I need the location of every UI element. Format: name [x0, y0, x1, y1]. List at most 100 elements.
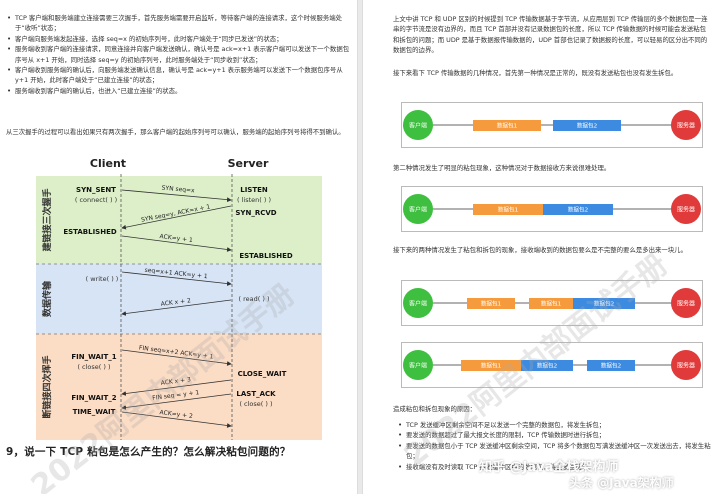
packet-1-tail — [529, 298, 573, 309]
call-close-server: ( close( ) ) — [239, 400, 272, 408]
server-node-icon — [671, 288, 701, 318]
packet-2 — [573, 298, 635, 309]
packet-1-label: 数据包1 — [497, 122, 518, 130]
transfer-section-bg — [36, 264, 322, 334]
list-item: 服务端收到客户端的确认后，也进入“已建立连接”的状态。 — [6, 86, 351, 97]
packet-1-label: 数据包1 — [481, 300, 502, 308]
list-item: 服务端收到客户端的连接请求，同意连接并向客户端发送确认，确认号是 ack=x+1… — [6, 44, 351, 65]
packet-2 — [553, 120, 621, 131]
packet-1-label: 数据包1 — [481, 362, 502, 370]
list-item: 客户端收到服务端的确认后，向服务端发送确认信息，确认号是 ack=y+1 表示服… — [6, 65, 351, 86]
arrow-label-ack: ACK=y + 1 — [159, 233, 193, 244]
list-item: 接收端没有及时读取 TCP 接收缓冲区中的数据包，将会发生粘包。 — [397, 462, 713, 473]
intro-paragraph: 上文中讲 TCP 和 UDP 区别的时候提到 TCP 传输数据基于字节流，从应用… — [393, 15, 708, 55]
state-syn-sent: SYN_SENT — [76, 186, 116, 194]
packet-2-label: 数据包2 — [577, 122, 597, 130]
call-connect: ( connect( ) ) — [75, 196, 117, 204]
call-write: ( write( ) ) — [86, 275, 119, 283]
client-node-icon — [403, 288, 433, 318]
list-item: TCP 客户端和服务端建立连接需要三次握手，首先服务端需要开启监听，等待客户端的… — [6, 13, 351, 34]
arrow-last-ack — [121, 411, 232, 428]
arrow-fin-client — [121, 349, 232, 366]
packet-2-label: 数据包2 — [568, 206, 588, 214]
packet-2-label: 数据包2 — [594, 300, 614, 308]
packet-1 — [461, 360, 521, 371]
packet-2-label: 数据包2 — [537, 362, 557, 370]
state-close-wait: CLOSE_WAIT — [238, 370, 287, 378]
state-last-ack: LAST_ACK — [236, 390, 276, 398]
zhihu-watermark: 知乎 @Java全栈架构师 — [479, 460, 619, 475]
packet-1-label: 数据包1 — [498, 206, 519, 214]
arrow-data-ack — [121, 299, 232, 316]
state-listen: LISTEN — [240, 186, 268, 194]
section-label-teardown: 断链接四次挥手 — [41, 355, 53, 418]
server-node-icon — [671, 194, 701, 224]
packet-diagram-normal: 客户端 服务器 数据包1 数据包2 — [401, 102, 703, 148]
arrow-syn-ack — [121, 205, 232, 230]
arrow-label-ack-fin: ACK x + 3 — [160, 376, 191, 387]
server-node-label: 服务器 — [677, 300, 695, 308]
packet-1 — [473, 120, 541, 131]
packet-1 — [473, 204, 543, 215]
packet-2-tail-label: 数据包2 — [601, 362, 621, 370]
handshake-section-bg — [36, 176, 322, 264]
state-established-client: ESTABLISHED — [63, 228, 117, 236]
packet-1-tail-label: 数据包1 — [541, 300, 562, 308]
arrow-label-last-ack: ACK=y + 2 — [159, 409, 193, 420]
packet-diagram-sticky: 客户端 服务器 数据包1 数据包2 — [401, 186, 703, 232]
client-node-icon — [403, 110, 433, 140]
sticky-case-paragraph: 第二种情况发生了明显的粘包现象，这种情况对于数据接收方来说很难处理。 — [393, 164, 611, 172]
server-node-label: 服务器 — [677, 362, 695, 370]
arrow-ack — [121, 235, 232, 252]
tcp-handshake-diagram: Client Server 建链接三次握手 数据传输 断链接四次挥手 SYN_S… — [36, 157, 322, 440]
arrow-label-syn: SYN seq=x — [161, 185, 195, 195]
arrow-syn — [121, 189, 232, 203]
packet-diagram-split-1: 客户端 服务器 数据包1 数据包1 数据包2 — [401, 280, 703, 326]
handshake-steps-list: TCP 客户端和服务端建立连接需要三次握手，首先服务端需要开启监听，等待客户端的… — [6, 13, 351, 97]
list-item: 要发送的数据包小于 TCP 发送缓冲区剩余空间，TCP 将多个数据包写满发送缓冲… — [397, 441, 713, 462]
left-page: TCP 客户端和服务端建立连接需要三次握手，首先服务端需要开启监听，等待客户端的… — [0, 0, 358, 494]
call-close-client: ( close( ) ) — [77, 363, 110, 371]
packet-2 — [543, 204, 613, 215]
client-node-label: 客户端 — [409, 362, 427, 370]
state-fin-wait-2: FIN_WAIT_2 — [71, 394, 116, 402]
packet-diagram-split-2: 客户端 服务器 数据包1 数据包2 数据包2 — [401, 342, 703, 388]
list-item: 客户端向服务端发起连接，选择 seq=x 的初始序列号，此时客户端处于“同步已发… — [6, 34, 351, 45]
client-node-label: 客户端 — [409, 122, 427, 130]
packet-2 — [521, 360, 573, 371]
arrow-fin-server — [121, 393, 232, 410]
server-node-label: 服务器 — [677, 122, 695, 130]
client-label: Client — [90, 157, 126, 170]
client-node-icon — [403, 194, 433, 224]
handshake-note-paragraph: 从三次握手的过程可以看出如果只有两次握手，那么客户端的起始序列号可以确认，服务端… — [6, 128, 345, 136]
server-node-icon — [671, 350, 701, 380]
state-fin-wait-1: FIN_WAIT_1 — [71, 353, 116, 361]
call-listen: ( listen( ) ) — [237, 196, 271, 204]
causes-list: TCP 发送缓冲区剩余空间不足以发送一个完整的数据包，将发生拆包； 要发送的数据… — [397, 420, 713, 472]
causes-title: 造成粘包和拆包现象的原因： — [393, 405, 477, 413]
packet-1 — [467, 298, 515, 309]
client-node-icon — [403, 350, 433, 380]
client-node-label: 客户端 — [409, 206, 427, 214]
call-read: ( read( ) ) — [239, 295, 270, 303]
state-time-wait: TIME_WAIT — [73, 408, 116, 416]
cases-intro-paragraph: 接下来看下 TCP 传输数据的几种情况，首先第一种情况是正常的，既没有发送粘包也… — [393, 69, 678, 77]
server-label: Server — [228, 157, 269, 170]
arrow-data — [121, 271, 232, 286]
right-page: 上文中讲 TCP 和 UDP 区别的时候提到 TCP 传输数据基于字节流，从应用… — [362, 0, 720, 494]
list-item: TCP 发送缓冲区剩余空间不足以发送一个完整的数据包，将发生拆包； — [397, 420, 713, 431]
section-label-handshake: 建链接三次握手 — [41, 188, 53, 251]
packet-2-tail — [587, 360, 635, 371]
split-case-paragraph: 接下来的两种情况发生了粘包和拆包的现象，接收端收到的数据包要么是不完整的要么是多… — [393, 246, 687, 254]
arrow-label-data-ack: ACK x + 2 — [160, 297, 191, 308]
list-item: 要发送的数据超过了最大报文长度的限制，TCP 传输数据时进行拆包； — [397, 430, 713, 441]
server-node-icon — [671, 110, 701, 140]
section-label-transfer: 数据传输 — [41, 280, 53, 317]
server-node-label: 服务器 — [677, 206, 695, 214]
arrow-ack-fin — [121, 379, 232, 396]
state-syn-rcvd: SYN_RCVD — [235, 209, 276, 217]
client-node-label: 客户端 — [409, 300, 427, 308]
state-established-server: ESTABLISHED — [239, 252, 293, 260]
toutiao-watermark: 头条 @Java架构师 — [569, 476, 674, 490]
section-heading-sticky-packet: 9，说一下 TCP 粘包是怎么产生的？怎么解决粘包问题的？ — [6, 446, 291, 458]
